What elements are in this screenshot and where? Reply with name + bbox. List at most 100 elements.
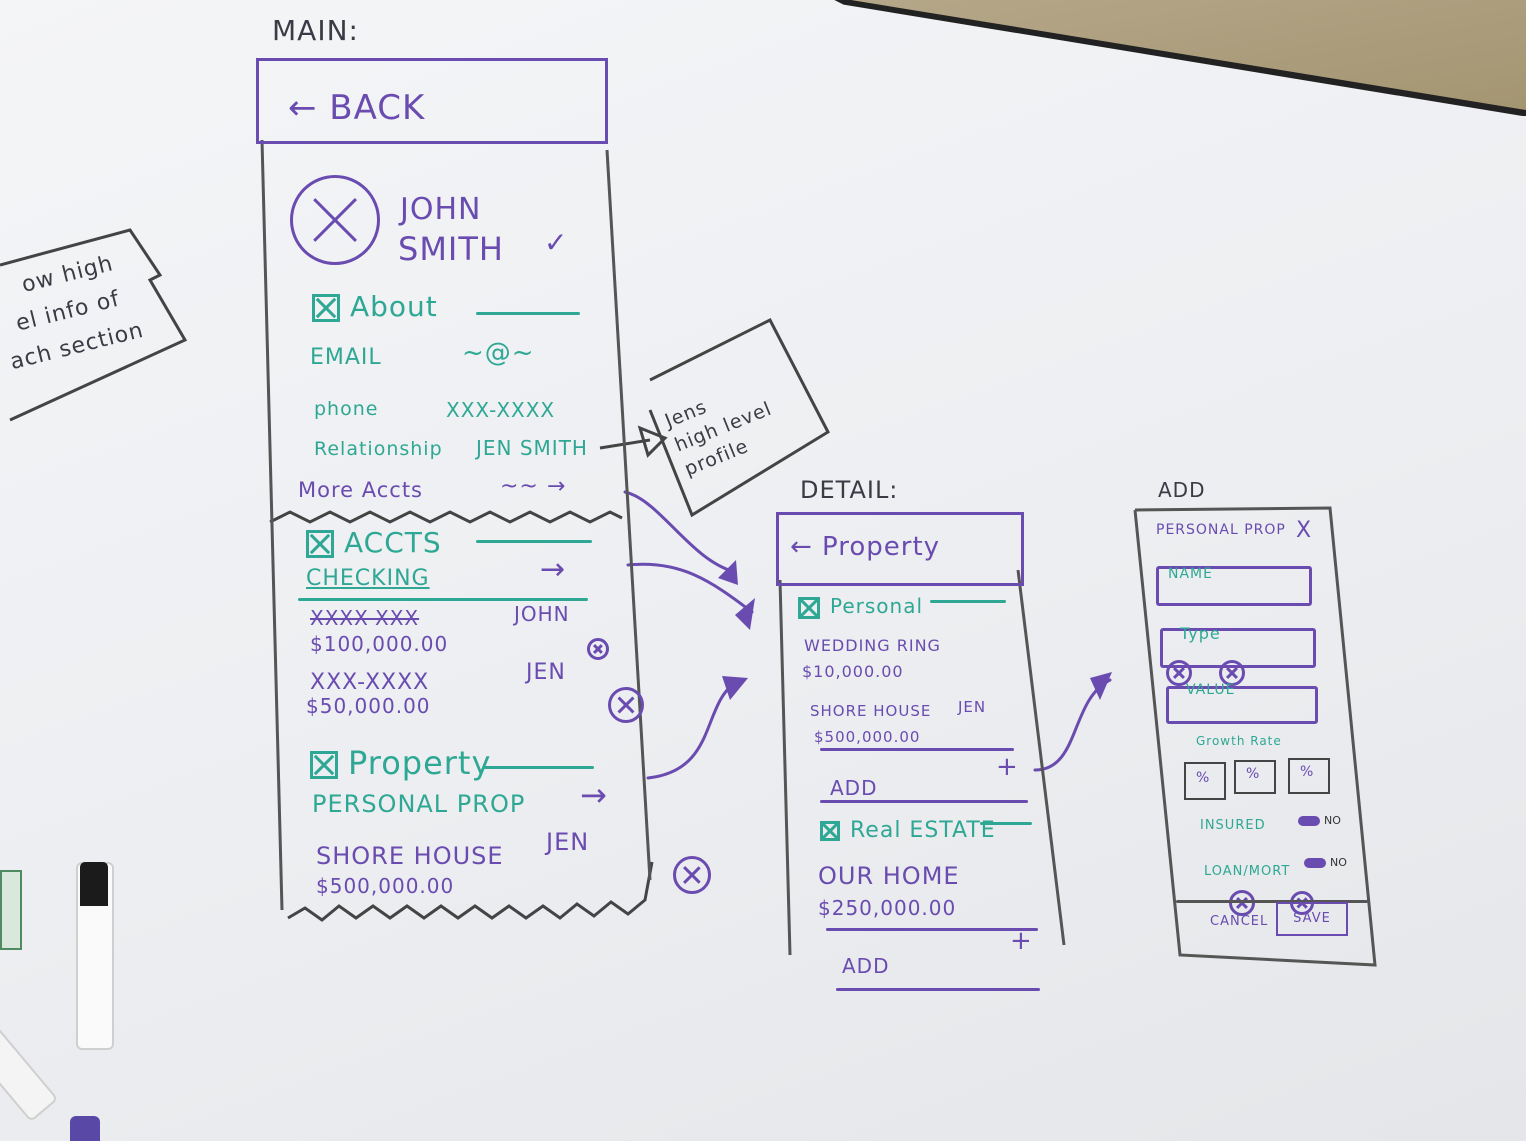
board-object [0, 870, 22, 950]
account-number: XXXX-XXX [310, 606, 420, 630]
account-amount: $100,000.00 [310, 632, 449, 656]
about-row-value: XXX-XXXX [446, 398, 556, 422]
account-owner: JOHN [514, 602, 570, 626]
personal-prop-arrow-icon[interactable]: → [580, 776, 607, 814]
insured-toggle[interactable]: NO [1298, 814, 1341, 827]
insured-toggle-state: NO [1324, 814, 1341, 827]
about-heading-label: About [350, 290, 438, 323]
divider [820, 748, 1014, 751]
owner-avatar-icon [587, 638, 610, 660]
real-estate-add-plus-icon[interactable]: + [1010, 926, 1032, 956]
divider [1176, 900, 1368, 903]
value-field[interactable] [1166, 686, 1318, 724]
divider [930, 600, 1006, 603]
owner-avatar-icon [1166, 660, 1193, 686]
type-field[interactable] [1160, 628, 1316, 668]
divider [836, 988, 1040, 991]
property-item-amount: $500,000.00 [316, 874, 455, 898]
loan-toggle[interactable]: NO [1304, 856, 1347, 869]
divider [484, 766, 594, 769]
save-button[interactable]: SAVE [1276, 902, 1348, 936]
insured-label: INSURED [1200, 818, 1266, 833]
detail-screen-label: DETAIL: [800, 476, 899, 504]
divider [980, 822, 1032, 825]
property-heading[interactable]: Property [310, 744, 491, 782]
close-icon[interactable]: X [1296, 518, 1313, 543]
detail-item-amount: $500,000.00 [814, 728, 921, 746]
growth-rate-box[interactable] [1234, 760, 1276, 794]
verified-check-icon: ✓ [544, 226, 568, 259]
growth-rate-percent: % [1246, 766, 1261, 782]
property-item-name: SHORE HOUSE [316, 842, 504, 870]
add-form-title: PERSONAL PROP [1156, 522, 1286, 538]
real-estate-add-button[interactable]: ADD [842, 954, 890, 978]
owner-avatar-icon [608, 687, 645, 723]
about-row-value: JEN SMITH [476, 436, 588, 460]
growth-rate-label: Growth Rate [1196, 734, 1282, 748]
profile-first-name: JOHN [400, 192, 482, 227]
profile-last-name: SMITH [398, 230, 504, 268]
owner-avatar-icon [1228, 890, 1255, 916]
avatar-icon [290, 175, 380, 265]
checking-link[interactable]: CHECKING [306, 566, 430, 591]
accounts-heading-label: ACCTS [344, 526, 442, 559]
detail-item-amount: $10,000.00 [802, 662, 904, 681]
detail-item-name: OUR HOME [818, 862, 960, 890]
loan-toggle-state: NO [1330, 856, 1347, 869]
name-field-label: NAME [1168, 566, 1213, 582]
divider [476, 312, 580, 315]
real-estate-checkbox-icon[interactable] [820, 821, 840, 841]
growth-rate-box[interactable] [1184, 762, 1226, 800]
divider [826, 928, 1038, 931]
personal-checkbox-icon[interactable] [798, 596, 820, 619]
growth-rate-percent: % [1196, 770, 1211, 786]
divider [476, 540, 592, 543]
loan-label: LOAN/MORT [1204, 864, 1291, 879]
about-heading[interactable]: About [312, 290, 438, 323]
about-row-value: ~@~ [462, 338, 535, 368]
detail-item-name: SHORE HOUSE [810, 702, 932, 720]
marker-cap [70, 1116, 100, 1141]
type-field-label: Type [1180, 624, 1221, 643]
account-amount: $50,000.00 [306, 694, 431, 718]
personal-add-plus-icon[interactable]: + [996, 752, 1018, 782]
property-heading-label: Property [348, 744, 492, 782]
marker-cap [80, 862, 108, 906]
toggle-knob [1298, 816, 1320, 826]
personal-prop-link[interactable]: PERSONAL PROP [312, 790, 526, 818]
checking-arrow-icon[interactable]: → [540, 552, 566, 587]
divider [820, 800, 1028, 803]
about-row-label: EMAIL [310, 345, 382, 370]
about-row-label: Relationship [314, 438, 443, 460]
owner-avatar-icon [673, 856, 712, 894]
toggle-knob [1304, 858, 1326, 868]
property-checkbox-icon[interactable] [310, 751, 338, 779]
main-screen-label: MAIN: [272, 14, 359, 47]
back-button[interactable]: ← BACK [288, 88, 426, 128]
account-number: XXX-XXXX [310, 670, 430, 695]
accounts-heading[interactable]: ACCTS [306, 526, 442, 559]
personal-add-button[interactable]: ADD [830, 776, 878, 800]
more-accounts-arrow[interactable]: ~~ → [500, 474, 567, 499]
property-item-owner: JEN [546, 828, 590, 856]
account-owner: JEN [526, 660, 566, 685]
about-checkbox-icon[interactable] [312, 294, 340, 322]
real-estate-heading-label: Real ESTATE [850, 818, 996, 843]
personal-heading-label: Personal [830, 594, 924, 618]
detail-header-bar [776, 512, 1024, 586]
growth-rate-percent: % [1300, 764, 1315, 780]
real-estate-heading[interactable]: Real ESTATE [820, 818, 996, 843]
name-field[interactable] [1156, 566, 1312, 606]
more-accounts-link[interactable]: More Accts [298, 478, 423, 502]
cancel-button[interactable]: CANCEL [1210, 914, 1269, 929]
detail-back-title[interactable]: ← Property [790, 532, 941, 562]
main-header-bar [256, 58, 608, 144]
value-field-label: VALUE [1186, 682, 1236, 698]
owner-avatar-icon [1219, 660, 1246, 686]
accounts-checkbox-icon[interactable] [306, 530, 334, 558]
growth-rate-box[interactable] [1288, 758, 1330, 794]
divider [298, 598, 588, 601]
personal-section-heading[interactable]: Personal [798, 594, 923, 619]
detail-item-name: WEDDING RING [804, 636, 941, 655]
